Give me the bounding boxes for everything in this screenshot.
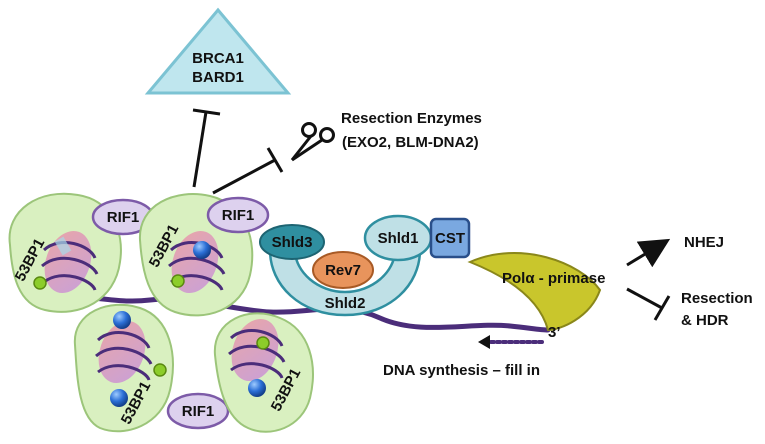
rif1-label: RIF1 [182,403,215,420]
brca1-bard1-complex: BRCA1 BARD1 [144,7,292,95]
phospho-site-icon [153,363,167,377]
chromatin-53bp1-bottom-right: 53BP1 [213,312,314,433]
shieldin-complex: Shld2 Shld3 Rev7 Shld1 CST [259,214,471,317]
resection-enzymes-label: Resection Enzymes [341,110,482,127]
shld3-shape [259,224,325,260]
rif1-top-left: RIF1 [91,198,155,236]
phospho-site-icon [256,336,270,350]
pol-alpha-primase: Polα - primase [467,252,605,332]
phospho-site-icon [171,274,185,288]
shld1-label: Shld1 [378,230,419,247]
nhej-label: NHEJ [684,234,724,251]
resection-label: Resection [681,290,753,307]
nucleosome [95,321,153,383]
rif1-top-right: RIF1 [206,196,270,234]
phospho-site-icon [33,276,47,290]
rif1-label: RIF1 [107,209,140,226]
bard1-label: BARD1 [192,69,244,86]
cst-box [429,217,471,259]
arrow-to-nhej [626,238,671,268]
hdr-label: & HDR [681,312,729,329]
53bp1-ball-icon [193,241,211,259]
dna-strand [37,293,551,344]
brca1-bard1-triangle [144,7,292,95]
cst-label: CST [435,230,465,247]
chromatin-53bp1-top-left: 53BP1 [8,192,122,313]
53bp1-ball-icon [110,389,128,407]
rif1-bottom: RIF1 [166,392,230,430]
fill-in-arrowhead [478,335,490,349]
pol-alpha-shape [467,252,602,332]
pol-alpha-label: Polα - primase [502,270,605,287]
scissors-icon [290,122,335,162]
brca1-label: BRCA1 [192,50,244,67]
inhibit-resection-hdr [626,287,671,321]
53bp1-ball-icon [113,311,131,329]
nucleosome [41,231,99,293]
rev7-shape [312,251,374,289]
rif1-label: RIF1 [222,207,255,224]
shld2-label: Shld2 [325,295,366,312]
shld3-label: Shld3 [272,234,313,251]
enzymes-list-label: (EXO2, BLM-DNA2) [342,134,479,151]
three-prime-label: 3’ [548,324,561,341]
shld2-bowl [268,248,422,317]
rev7-label: Rev7 [325,262,361,279]
inhibit-brca1 [192,108,221,188]
inhibit-resection-enzymes [212,147,284,195]
53bp1-ball-icon [248,379,266,397]
dna-synthesis-label: DNA synthesis – fill in [383,362,540,379]
chromatin-53bp1-bottom-left: 53BP1 [73,303,174,433]
